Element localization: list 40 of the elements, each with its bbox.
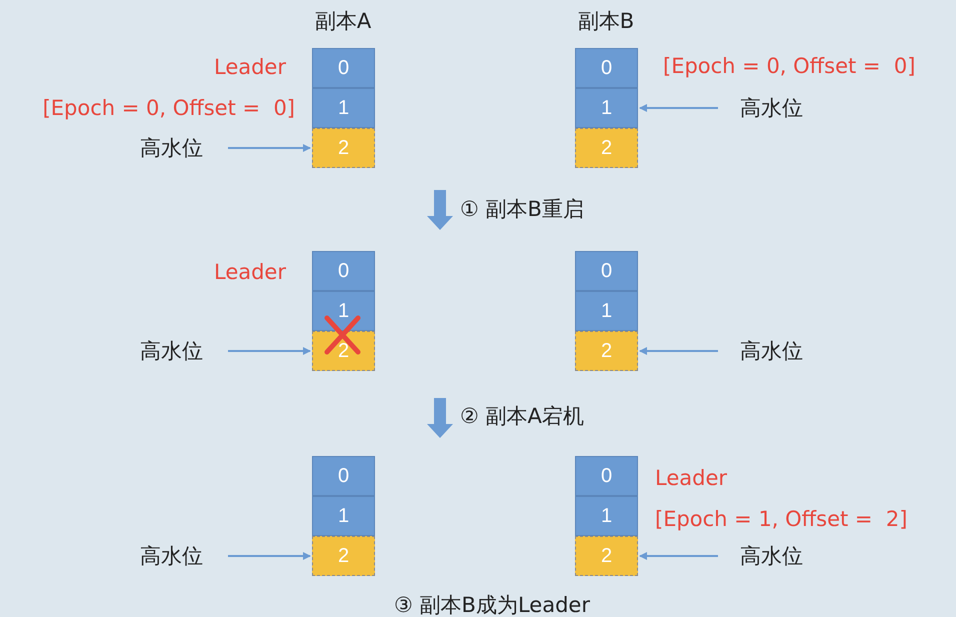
- leader-label: Leader: [655, 465, 728, 491]
- log-cell: 1: [575, 496, 638, 536]
- arrow: [228, 552, 311, 560]
- log-cell: 1: [312, 291, 375, 331]
- step-label: ③ 副本B成为Leader: [394, 592, 590, 617]
- epoch-label: [Epoch = 0, Offset = 0]: [42, 95, 295, 121]
- log-cell: 1: [575, 88, 638, 128]
- log-cell: 1: [312, 88, 375, 128]
- arrow: [228, 144, 311, 152]
- arrow: [639, 552, 718, 560]
- uncommitted-log-cell: 2: [575, 331, 638, 371]
- replica-title: 副本B: [578, 8, 634, 34]
- high-watermark-label: 高水位: [740, 544, 803, 568]
- uncommitted-log-cell: 2: [575, 128, 638, 168]
- epoch-label: [Epoch = 1, Offset = 2]: [655, 506, 908, 532]
- arrow: [639, 347, 718, 355]
- high-watermark-label: 高水位: [140, 339, 203, 363]
- log-cell: 0: [312, 48, 375, 88]
- high-watermark-label: 高水位: [740, 96, 803, 120]
- step-label: ② 副本A宕机: [460, 403, 584, 429]
- log-cell: 0: [312, 251, 375, 291]
- epoch-label: [Epoch = 0, Offset = 0]: [663, 53, 916, 79]
- log-cell: 1: [312, 496, 375, 536]
- arrow: [639, 104, 718, 112]
- replica-title: 副本A: [314, 8, 372, 34]
- uncommitted-log-cell: 2: [312, 536, 375, 576]
- log-cell: 0: [575, 48, 638, 88]
- high-watermark-label: 高水位: [140, 544, 203, 568]
- leader-label: Leader: [214, 54, 286, 80]
- step-label: ① 副本B重启: [460, 196, 584, 222]
- high-watermark-label: 高水位: [740, 339, 803, 363]
- log-cell: 0: [575, 251, 638, 291]
- uncommitted-log-cell: 2: [575, 536, 638, 576]
- arrow: [228, 347, 311, 355]
- log-cell: 0: [575, 456, 638, 496]
- leader-label: Leader: [214, 259, 286, 285]
- uncommitted-log-cell: 2: [312, 128, 375, 168]
- log-cell: 1: [575, 291, 638, 331]
- high-watermark-label: 高水位: [140, 136, 203, 160]
- log-cell: 0: [312, 456, 375, 496]
